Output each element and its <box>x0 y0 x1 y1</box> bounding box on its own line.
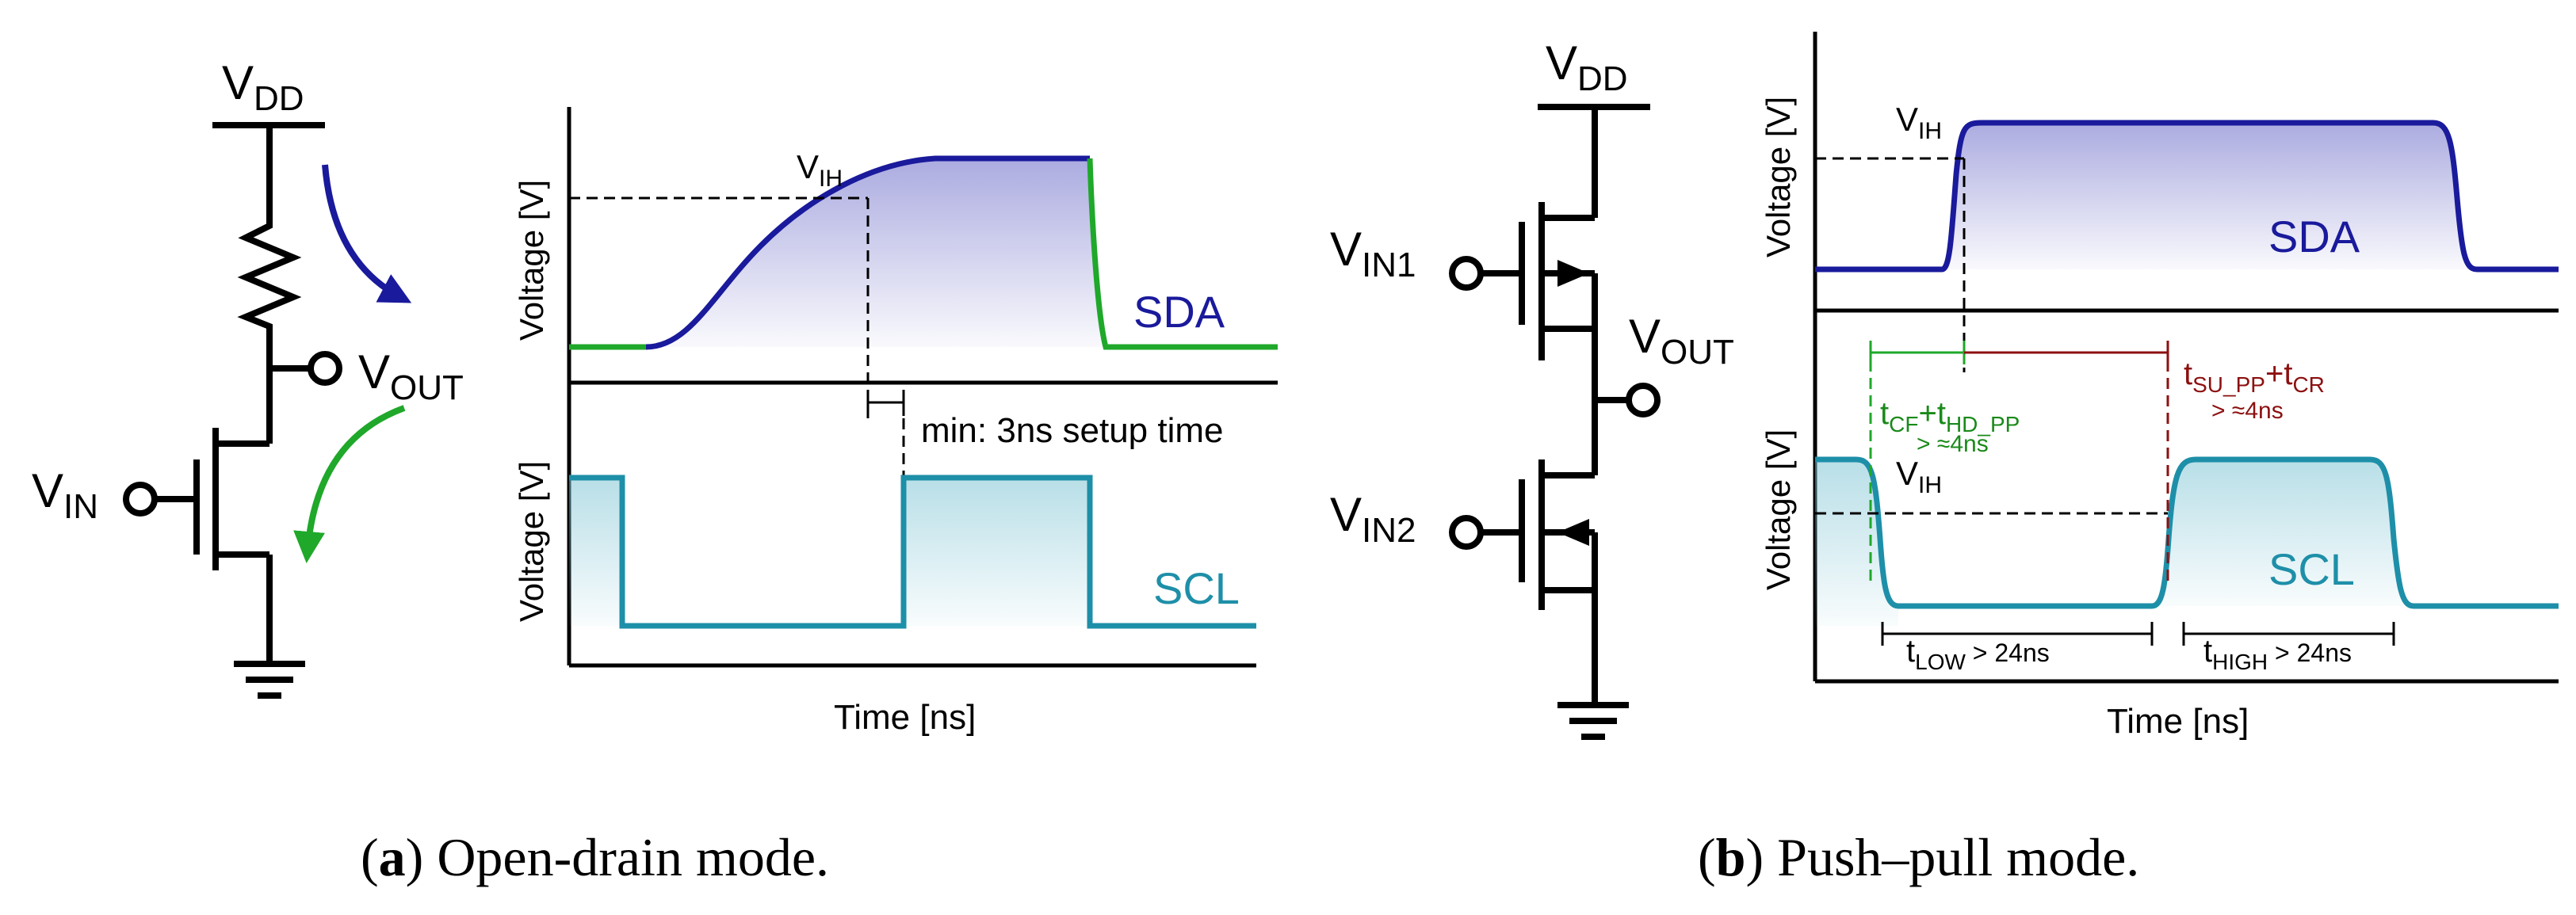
b-scl-vih-label: VIH <box>1896 455 1942 498</box>
a-vin-label: VIN <box>32 464 98 526</box>
b-scl-fill-2 <box>2152 459 2414 606</box>
b-vout-label: VOUT <box>1629 310 1734 372</box>
current-arrow-green-icon <box>293 405 406 563</box>
sda-fill <box>646 158 1106 347</box>
a-caption: (a) Open-drain mode. <box>361 827 829 887</box>
a-vout-label: VOUT <box>358 345 464 407</box>
b-thigh-bracket <box>2182 622 2395 646</box>
b-sda-fill <box>1942 123 2477 269</box>
b-tcf-bracket <box>1869 341 1966 364</box>
b-xlabel: Time [ns] <box>2107 702 2249 741</box>
b-vdd-label: VDD <box>1546 36 1628 98</box>
a-vih-label: VIH <box>797 148 843 192</box>
b-tcf-cond: > ≈4ns <box>1917 431 1989 457</box>
b-tsu-label: tSU_PP+tCR <box>2184 356 2325 397</box>
nmos-arrow-icon <box>1557 519 1589 546</box>
scl-fill-1 <box>569 478 622 626</box>
a-scl-label: SCL <box>1153 563 1240 613</box>
b-tlow-bracket <box>1881 622 2154 646</box>
b-tlow-label: tLOW > 24ns <box>1906 634 2050 674</box>
sda-waveform <box>645 155 1090 350</box>
b-vin1-label: VIN1 <box>1330 223 1416 284</box>
panel-a-circuit <box>123 122 342 699</box>
scl-fill-2 <box>904 478 1090 626</box>
b-tsu-cond: > ≈4ns <box>2211 398 2284 424</box>
b-sda-vih-label: VIH <box>1896 101 1942 144</box>
a-scl-ylabel: Voltage [V] <box>513 461 550 622</box>
b-sda-waveform <box>1815 120 2559 273</box>
b-vih-guides <box>1815 157 2168 515</box>
b-caption: (b) Push–pull mode. <box>1698 827 2139 887</box>
current-arrow-blue-icon <box>322 164 412 303</box>
b-scl-fill-1 <box>1815 459 1898 626</box>
pmos-arrow-icon <box>1557 260 1589 287</box>
b-sda-ylabel: Voltage [V] <box>1760 97 1797 257</box>
a-xlabel: Time [ns] <box>834 698 976 737</box>
a-sda-ylabel: Voltage [V] <box>513 180 550 341</box>
b-thigh-label: tHIGH > 24ns <box>2203 634 2352 674</box>
scl-waveform <box>569 475 1256 629</box>
a-setup-note: min: 3ns setup time <box>921 411 1224 450</box>
a-vdd-label: VDD <box>222 56 304 118</box>
b-sda-label: SDA <box>2268 212 2360 261</box>
a-sda-label: SDA <box>1133 287 1225 337</box>
a-vih-guide <box>569 196 905 475</box>
b-scl-label: SCL <box>2268 544 2355 594</box>
b-tsu-bracket <box>1964 341 2169 364</box>
b-scl-ylabel: Voltage [V] <box>1760 429 1797 590</box>
b-tcf-label: tCF+tHD_PP <box>1880 396 2020 437</box>
panel-b-circuit <box>1449 104 1661 740</box>
b-vin2-label: VIN2 <box>1330 488 1416 550</box>
